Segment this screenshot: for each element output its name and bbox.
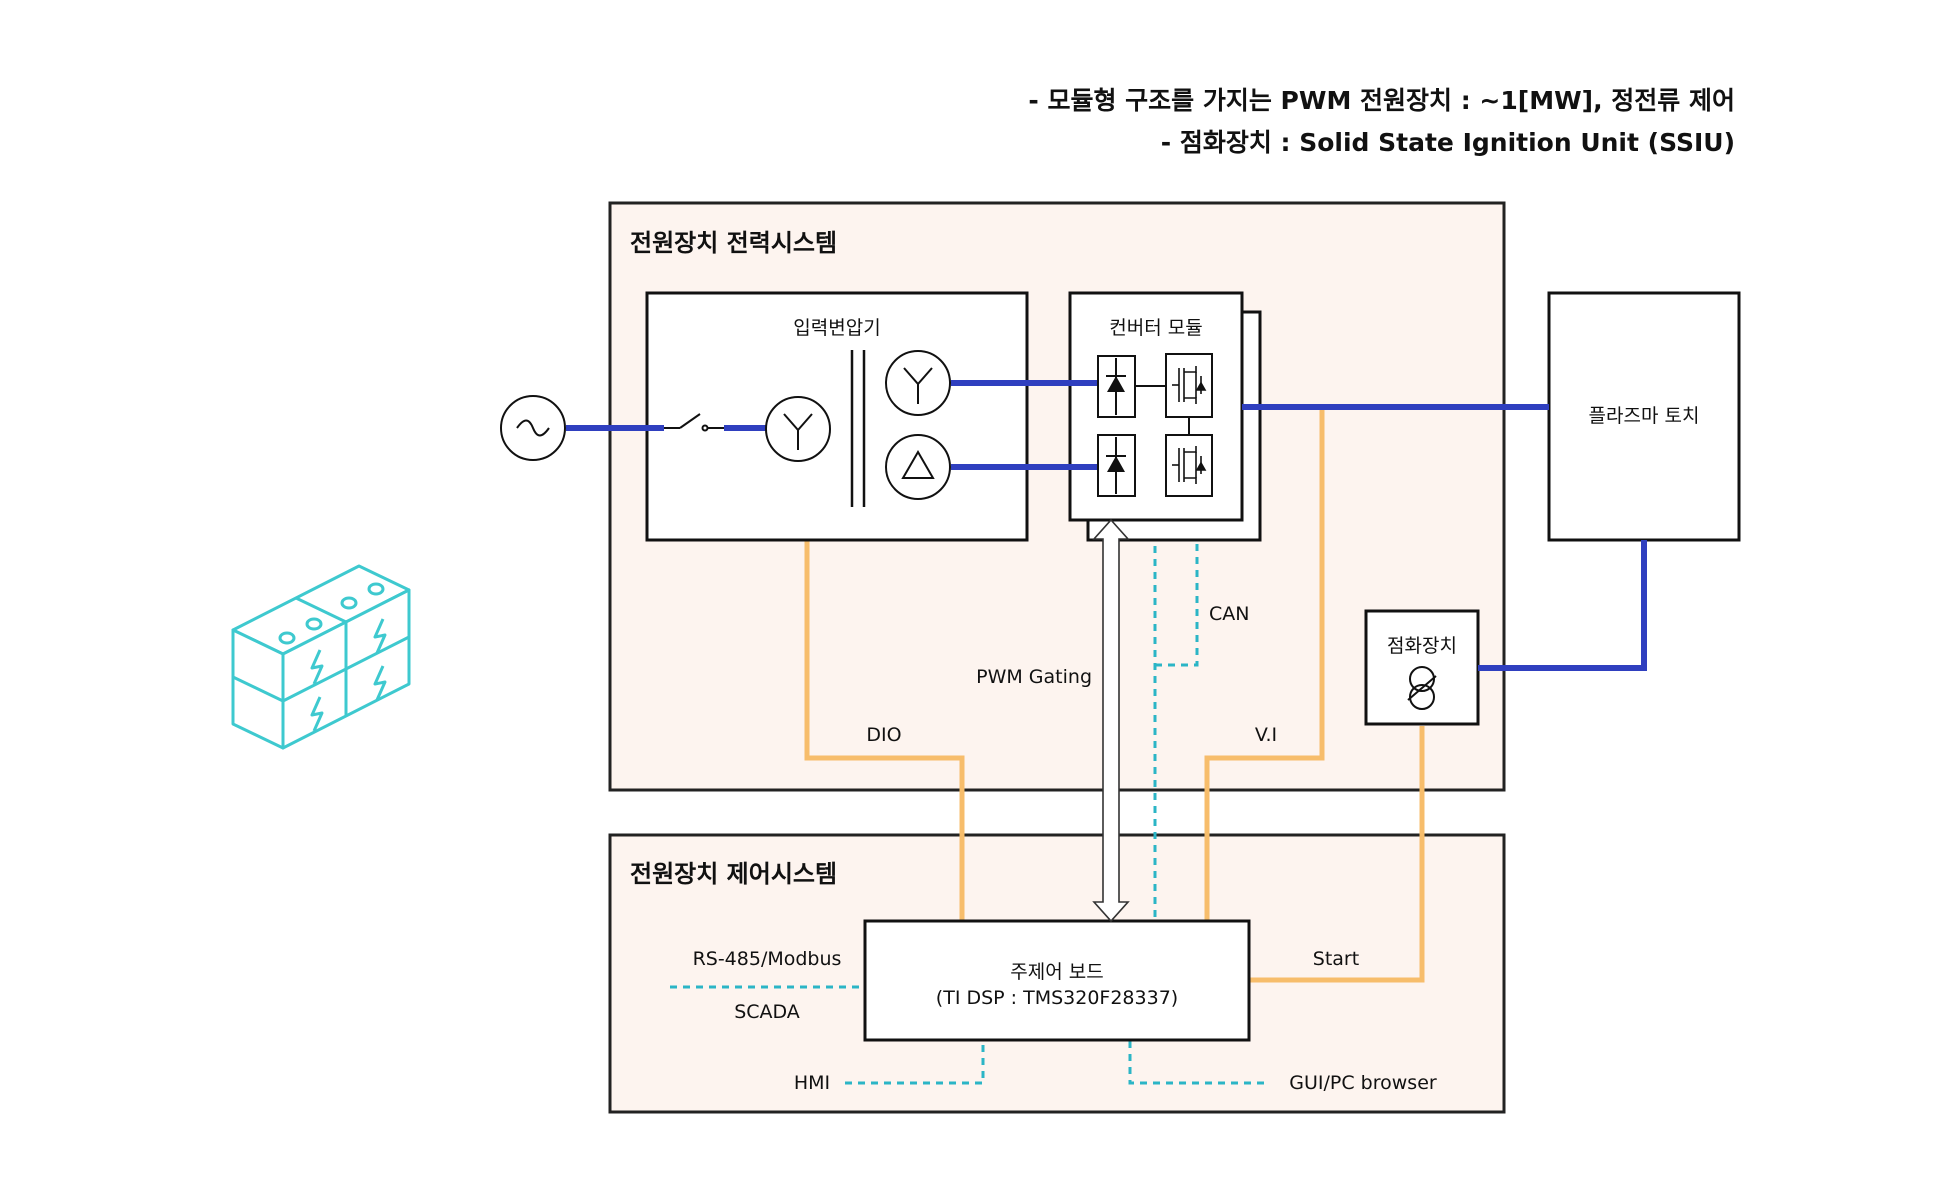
ignition-unit-box [1364,609,1480,726]
diode-icon [1097,355,1136,418]
switch-icon [664,413,724,432]
pwm-gating-label: PWM Gating [976,666,1092,688]
main-board-line-2: (TI DSP : TMS320F28337) [936,987,1178,1009]
plasma-torch-box [1547,291,1741,542]
can-label: CAN [1209,603,1249,625]
gui-line [1128,1041,1270,1085]
vi-label: V.I [1255,724,1277,746]
ignition-unit-label: 점화장치 [1387,635,1457,657]
header-line-2: - 점화장치 : Solid State Ignition Unit (SSIU… [1161,128,1735,157]
diode-icon [1097,434,1136,497]
signal-lines-orange [804,407,1425,983]
main-board-box [863,919,1251,1042]
input-transformer-label: 입력변압기 [793,317,880,339]
wye-winding-icon [765,396,831,462]
pwm-gating-arrow [1092,518,1130,923]
igbt-icon [1165,434,1213,497]
plasma-torch-label: 플라즈마 토치 [1589,405,1700,427]
input-transformer-box [645,291,1029,542]
scada-label: SCADA [734,1001,800,1023]
gui-label: GUI/PC browser [1289,1072,1437,1094]
vi-line [1204,407,1325,920]
delta-winding-icon [885,434,951,500]
hmi-label: HMI [794,1072,830,1094]
hmi-line [845,1041,985,1085]
ignition-transformer-icon [1407,666,1437,710]
header-line-1: - 모듈형 구조를 가지는 PWM 전원장치 : ~1[MW], 정전류 제어 [1028,86,1735,115]
dio-label: DIO [866,724,901,746]
can-line-loop [1155,540,1199,667]
start-line [1250,726,1425,983]
comm-lines-dashed [670,520,1270,1085]
converter-module-label: 컨버터 모듈 [1109,317,1202,339]
ac-source-icon [500,395,566,461]
rs485-label: RS-485/Modbus [693,948,842,970]
igbt-icon [1165,353,1213,418]
power-lines [566,380,1647,671]
transformer-core-icon [850,350,866,507]
dio-line [804,541,965,920]
torch-to-ignition-line [1478,540,1647,671]
secondary-wye-winding-icon [885,350,951,416]
start-label: Start [1313,948,1359,970]
main-board-line-1: 주제어 보드 [1010,961,1103,983]
control-system-title: 전원장치 제어시스템 [630,860,837,888]
power-module-stack-icon [231,564,411,750]
power-system-title: 전원장치 전력시스템 [630,229,837,257]
